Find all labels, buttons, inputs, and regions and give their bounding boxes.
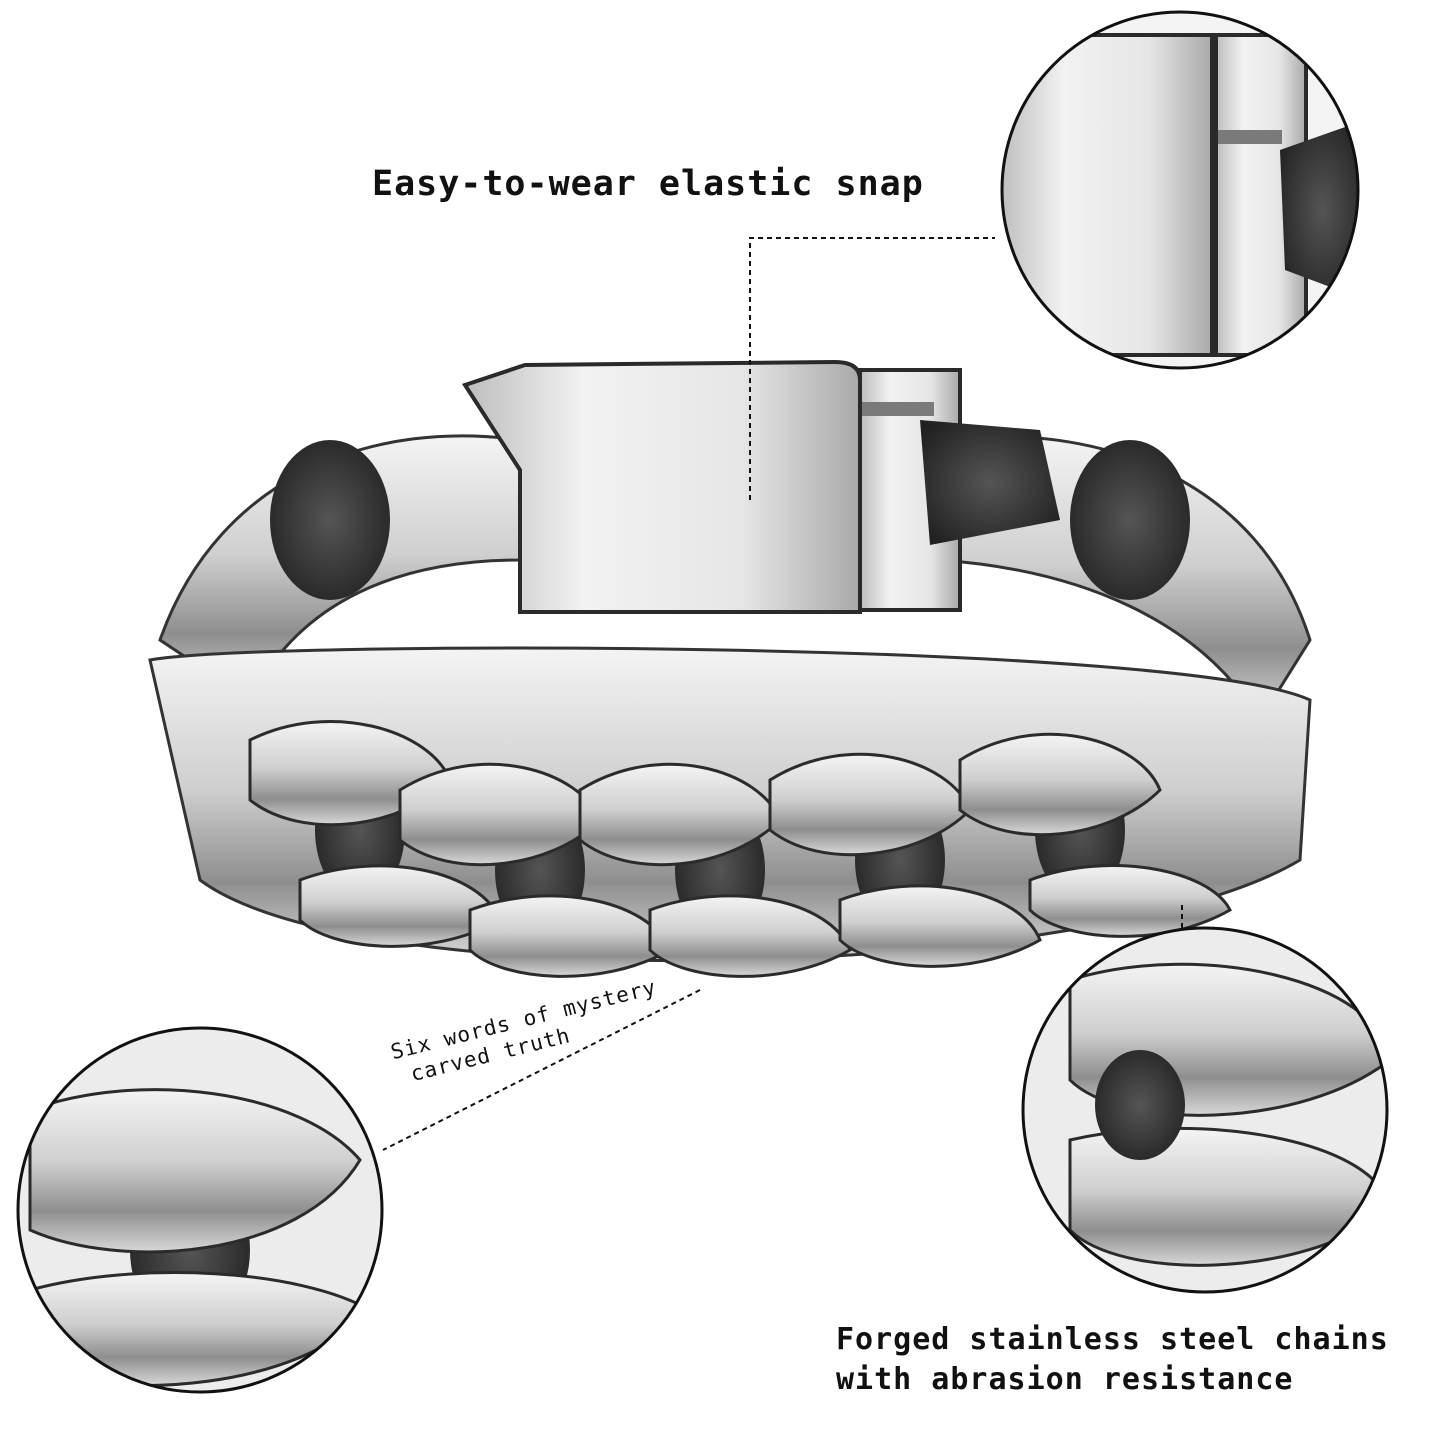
zoom-circle-clasp: [1000, 10, 1360, 370]
callout-forged-line1: Forged stainless steel chains: [836, 1322, 1389, 1357]
callout-forged-chains: Forged stainless steel chains with abras…: [836, 1320, 1389, 1400]
chain-front: [148, 646, 1312, 978]
callout-leaders: [382, 237, 1183, 1151]
callout-forged-line2: with abrasion resistance: [836, 1362, 1294, 1397]
zoom-circle-engraving: [16, 1026, 384, 1394]
callout-elastic-snap: Easy-to-wear elastic snap: [372, 164, 924, 204]
clasp: [461, 359, 1060, 614]
zoom-circle-chain: [1021, 926, 1389, 1294]
